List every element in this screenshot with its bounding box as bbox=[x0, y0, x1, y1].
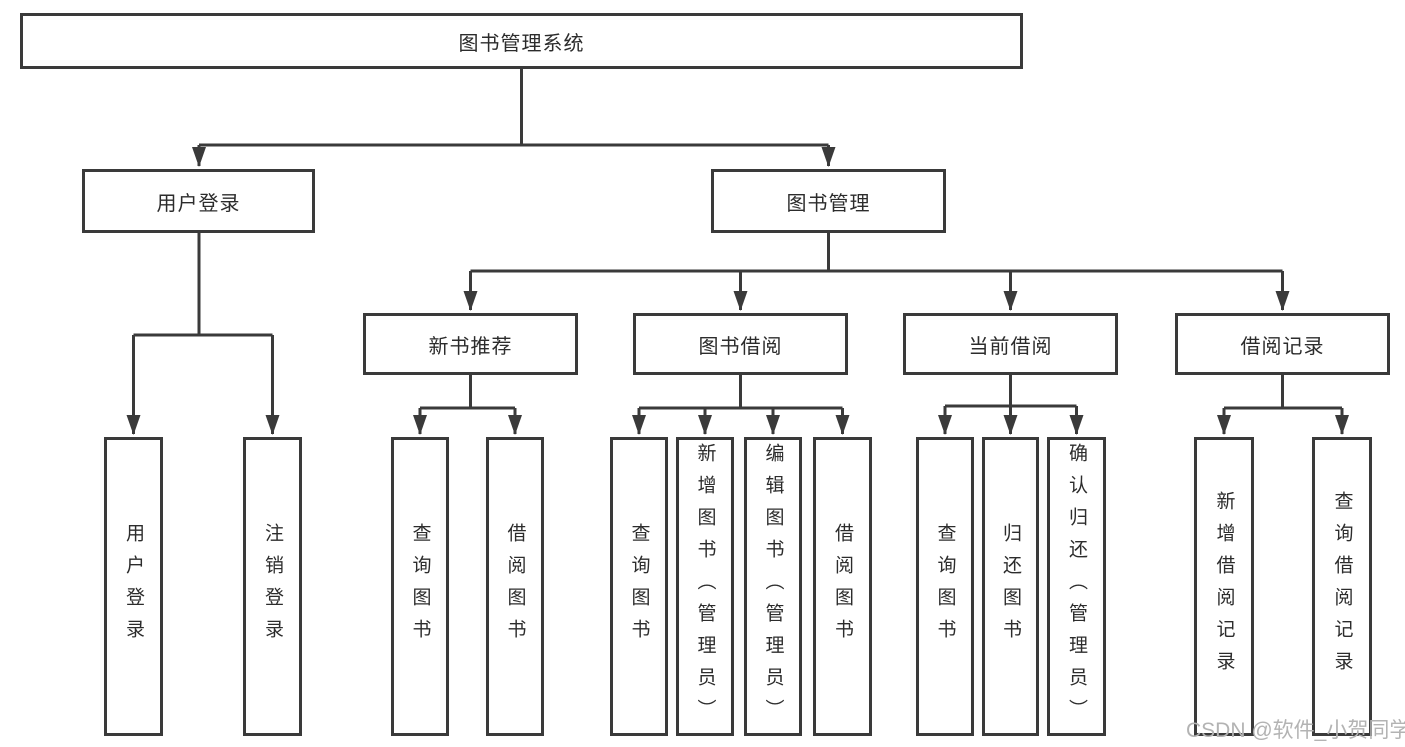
node-new-book-recommend-label: 新书推荐 bbox=[428, 335, 513, 358]
leaf-nb-query-books: 查询图书 bbox=[391, 437, 449, 736]
node-book-management: 图书管理 bbox=[711, 169, 946, 233]
leaf-bb-edit-books-admin: 编辑图书（管理员） bbox=[744, 437, 802, 736]
leaf-nb-borrow-books-label: 借阅图书 bbox=[504, 522, 526, 651]
leaf-cb-return-books: 归还图书 bbox=[982, 437, 1039, 736]
node-user-login: 用户登录 bbox=[82, 169, 315, 233]
node-current-borrow-label: 当前借阅 bbox=[968, 335, 1053, 358]
watermark: CSDN @软件_小贺同学 bbox=[1186, 719, 1405, 742]
leaf-logout-label: 注销登录 bbox=[262, 522, 283, 651]
leaf-br-query-record: 查询借阅记录 bbox=[1312, 437, 1372, 736]
leaf-nb-query-books-label: 查询图书 bbox=[409, 522, 431, 651]
node-borrow-records-label: 借阅记录 bbox=[1240, 335, 1325, 358]
leaf-cb-confirm-return-admin: 确认归还（管理员） bbox=[1047, 437, 1106, 736]
leaf-bb-add-books-admin: 新增图书（管理员） bbox=[676, 437, 734, 736]
leaf-br-add-record-label: 新增借阅记录 bbox=[1213, 490, 1235, 683]
node-book-borrow-label: 图书借阅 bbox=[698, 335, 783, 358]
leaf-bb-borrow-books: 借阅图书 bbox=[813, 437, 872, 736]
leaf-bb-add-books-admin-label: 新增图书（管理员） bbox=[694, 442, 716, 731]
leaf-user-login-label: 用户登录 bbox=[123, 522, 144, 651]
node-user-login-label: 用户登录 bbox=[156, 192, 241, 215]
leaf-user-login: 用户登录 bbox=[104, 437, 163, 736]
node-borrow-records: 借阅记录 bbox=[1175, 313, 1390, 375]
leaf-cb-query-books: 查询图书 bbox=[916, 437, 974, 736]
leaf-nb-borrow-books: 借阅图书 bbox=[486, 437, 544, 736]
leaf-logout: 注销登录 bbox=[243, 437, 302, 736]
leaf-bb-query-books: 查询图书 bbox=[610, 437, 668, 736]
leaf-cb-query-books-label: 查询图书 bbox=[934, 522, 956, 651]
leaf-br-add-record: 新增借阅记录 bbox=[1194, 437, 1254, 736]
node-root: 图书管理系统 bbox=[20, 13, 1023, 69]
node-new-book-recommend: 新书推荐 bbox=[363, 313, 578, 375]
node-current-borrow: 当前借阅 bbox=[903, 313, 1118, 375]
leaf-bb-edit-books-admin-label: 编辑图书（管理员） bbox=[762, 442, 784, 731]
leaf-cb-return-books-label: 归还图书 bbox=[1000, 522, 1021, 651]
tree-connectors bbox=[126, 69, 1349, 435]
leaf-br-query-record-label: 查询借阅记录 bbox=[1331, 490, 1353, 683]
leaf-cb-confirm-return-admin-label: 确认归还（管理员） bbox=[1066, 442, 1087, 731]
leaf-bb-borrow-books-label: 借阅图书 bbox=[832, 522, 853, 651]
node-book-borrow: 图书借阅 bbox=[633, 313, 848, 375]
node-root-label: 图书管理系统 bbox=[458, 32, 585, 55]
leaf-bb-query-books-label: 查询图书 bbox=[628, 522, 650, 651]
node-book-management-label: 图书管理 bbox=[786, 192, 871, 215]
